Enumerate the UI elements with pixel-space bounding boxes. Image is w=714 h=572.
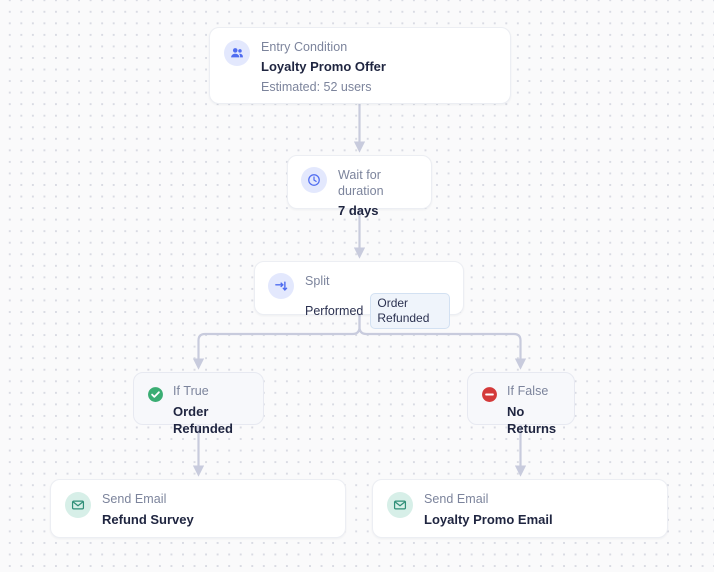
if-true-kicker: If True xyxy=(173,384,209,398)
email-right-kicker: Send Email xyxy=(424,492,489,506)
email-left-title: Refund Survey xyxy=(102,512,194,527)
split-branch-icon xyxy=(268,273,294,299)
minus-circle-icon xyxy=(481,386,498,403)
envelope-icon xyxy=(387,492,413,518)
entry-estimate: Estimated: 52 users xyxy=(261,80,372,94)
node-entry-condition[interactable]: Entry Condition Loyalty Promo Offer Esti… xyxy=(209,27,511,104)
if-false-title: No Returns xyxy=(507,404,557,436)
users-icon xyxy=(224,40,250,66)
if-true-title: Order Refunded xyxy=(173,404,233,436)
split-kicker: Split xyxy=(305,274,330,288)
check-circle-icon xyxy=(147,386,164,403)
email-right-title: Loyalty Promo Email xyxy=(424,512,553,527)
split-condition-label: Performed xyxy=(305,304,364,318)
clock-icon xyxy=(301,167,327,193)
entry-title: Loyalty Promo Offer xyxy=(261,59,386,74)
node-wait-for-duration[interactable]: Wait for duration 7 days xyxy=(287,155,432,218)
node-if-false[interactable]: If False No Returns xyxy=(467,372,575,436)
if-false-kicker: If False xyxy=(507,384,549,398)
email-left-kicker: Send Email xyxy=(102,492,167,506)
entry-kicker: Entry Condition xyxy=(261,40,348,54)
node-split[interactable]: Split Performed Order Refunded xyxy=(254,261,464,329)
envelope-icon xyxy=(65,492,91,518)
split-condition-chip[interactable]: Order Refunded xyxy=(370,293,450,329)
wait-kicker: Wait for duration xyxy=(338,168,384,198)
wait-title: 7 days xyxy=(338,203,379,218)
node-send-email-loyalty-promo[interactable]: Send Email Loyalty Promo Email xyxy=(372,479,668,538)
node-send-email-refund-survey[interactable]: Send Email Refund Survey xyxy=(50,479,346,538)
split-condition-row: Performed Order Refunded xyxy=(305,293,450,329)
node-if-true[interactable]: If True Order Refunded xyxy=(133,372,264,436)
